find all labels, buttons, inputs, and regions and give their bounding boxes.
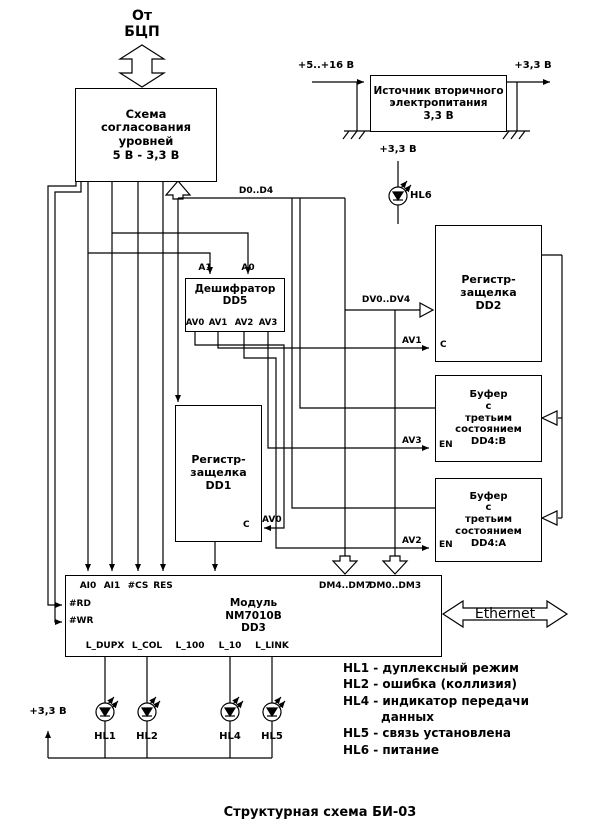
legend-hl5: HL5 - связь установлена bbox=[343, 726, 511, 741]
led-hl1-icon bbox=[95, 696, 119, 722]
legend-hl2: HL2 - ошибка (коллизия) bbox=[343, 677, 517, 692]
bcp-bus-arrow-icon bbox=[117, 44, 167, 88]
led-hl5-icon bbox=[262, 696, 286, 722]
pin-av3: AV3 bbox=[258, 318, 278, 328]
pin-l-dupx: L_DUPX bbox=[85, 641, 125, 651]
hl1-label: HL1 bbox=[94, 731, 116, 742]
hl6-label: HL6 bbox=[410, 190, 432, 201]
diagram-caption: Структурная схема БИ-03 bbox=[223, 805, 417, 820]
box-buffer-dd4b: Буфер с третьим состоянием DD4:B bbox=[435, 375, 542, 462]
box-module-dd3: Модуль NM7010B DD3 bbox=[65, 575, 442, 657]
pin-dd1-c: C bbox=[243, 520, 250, 530]
leds-voltage: +3,3 В bbox=[29, 706, 67, 717]
pin-dd2-c: C bbox=[440, 340, 447, 350]
psu-output-voltage: +3,3 В bbox=[514, 60, 552, 71]
source-label: От БЦП bbox=[124, 8, 160, 41]
dm-bus-arrow-icon bbox=[381, 555, 409, 575]
legend-hl6: HL6 - питание bbox=[343, 742, 439, 757]
dv-bus-label: DV0..DV4 bbox=[361, 295, 411, 305]
led-hl2-icon bbox=[137, 696, 161, 722]
av2-label: AV2 bbox=[402, 536, 422, 546]
box-decoder-dd5: Дешифратор DD5 bbox=[185, 278, 285, 332]
box-decoder-title: Дешифратор DD5 bbox=[194, 283, 276, 308]
av3-label: AV3 bbox=[402, 436, 422, 446]
box-dd4a-title: Буфер с третьим состоянием DD4:A bbox=[455, 490, 522, 549]
d-bus-label: D0..D4 bbox=[238, 186, 274, 196]
av1-label: AV1 bbox=[402, 336, 422, 346]
box-latch-dd1: Регистр- защелка DD1 bbox=[175, 405, 262, 542]
box-latch-dd2: Регистр- защелка DD2 bbox=[435, 225, 542, 362]
box-dd4b-title: Буфер с третьим состоянием DD4:B bbox=[455, 389, 522, 448]
pin-wr: #WR bbox=[69, 616, 94, 626]
hl6-voltage: +3,3 В bbox=[379, 144, 417, 155]
box-buffer-dd4a: Буфер с третьим состоянием DD4:A bbox=[435, 478, 542, 562]
box-level-shifter-title: Схема согласования уровней 5 В - 3,3 В bbox=[100, 106, 192, 162]
pin-l-10: L_10 bbox=[218, 641, 242, 651]
av0-label: AV0 bbox=[262, 515, 282, 525]
pin-dd4b-en: EN bbox=[439, 440, 453, 450]
pin-rd: #RD bbox=[69, 599, 91, 609]
pin-cs: #CS bbox=[127, 581, 149, 591]
pin-av2: AV2 bbox=[234, 318, 254, 328]
d-bus-up-arrow-icon bbox=[164, 180, 192, 200]
box-level-shifter: Схема согласования уровней 5 В - 3,3 В bbox=[75, 88, 217, 182]
pin-a0: A0 bbox=[241, 263, 255, 273]
pin-dm0-dm3: DM0..DM3 bbox=[368, 581, 422, 591]
box-module-title: Модуль NM7010B DD3 bbox=[225, 597, 282, 635]
pin-l-col: L_COL bbox=[131, 641, 163, 651]
box-psu-title: Источник вторичного электропитания 3,3 В bbox=[373, 84, 504, 122]
box-dd1-title: Регистр- защелка DD1 bbox=[190, 453, 247, 492]
dm-bus-arrow-icon bbox=[331, 555, 359, 575]
pin-ai0: AI0 bbox=[79, 581, 97, 591]
pin-av1: AV1 bbox=[208, 318, 228, 328]
led-hl6-icon bbox=[388, 161, 412, 224]
pin-a1: A1 bbox=[198, 263, 212, 273]
legend-hl1: HL1 - дуплексный режим bbox=[343, 661, 519, 675]
pin-av0: AV0 bbox=[185, 318, 205, 328]
pin-ai1: AI1 bbox=[103, 581, 121, 591]
pin-res: RES bbox=[153, 581, 173, 591]
pin-l-100: L_100 bbox=[175, 641, 205, 651]
hl2-label: HL2 bbox=[136, 731, 158, 742]
legend: HL1 - дуплексный режим HL2 - ошибка (кол… bbox=[343, 660, 535, 758]
led-hl4-icon bbox=[220, 696, 244, 722]
pin-l-link: L_LINK bbox=[255, 641, 289, 651]
ethernet-label: Ethernet bbox=[474, 606, 536, 622]
pin-dm4-dm7: DM4..DM7 bbox=[318, 581, 372, 591]
hl4-label: HL4 bbox=[219, 731, 241, 742]
hl5-label: HL5 bbox=[261, 731, 283, 742]
box-psu: Источник вторичного электропитания 3,3 В bbox=[370, 75, 507, 132]
ethernet-arrow-icon bbox=[441, 599, 569, 629]
legend-hl4: HL4 - индикатор передачи данных bbox=[343, 693, 529, 724]
psu-input-voltage: +5..+16 В bbox=[297, 60, 355, 71]
pin-dd4a-en: EN bbox=[439, 540, 453, 550]
box-dd2-title: Регистр- защелка DD2 bbox=[460, 273, 517, 312]
